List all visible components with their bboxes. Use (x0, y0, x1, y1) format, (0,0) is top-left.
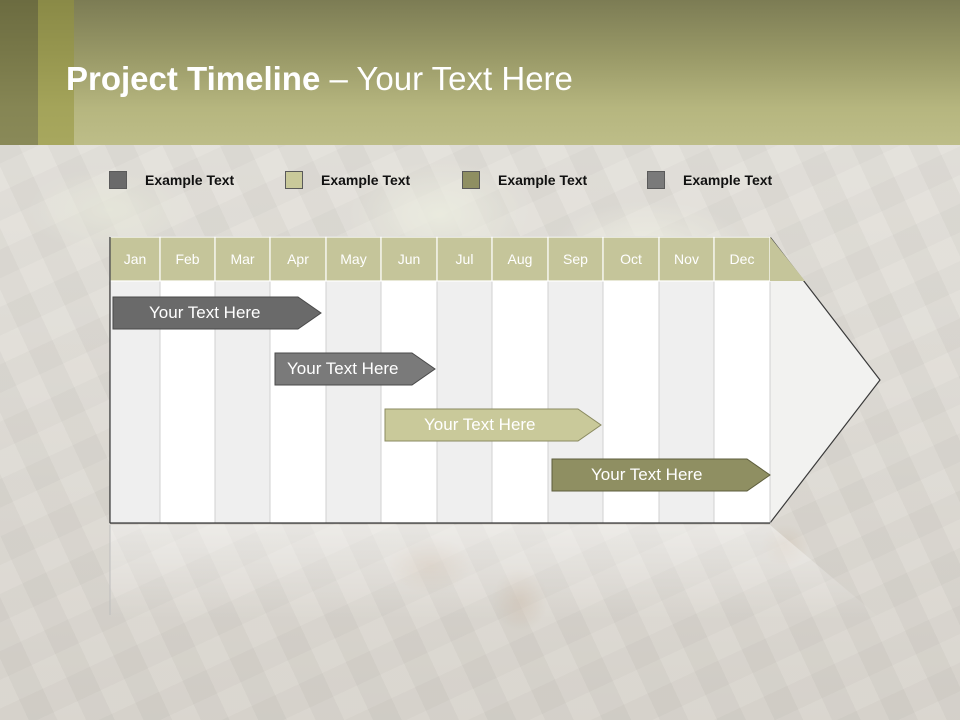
task-arrow-shape-2 (274, 352, 436, 386)
legend-item-2: Example Text (285, 170, 410, 190)
month-label-may: May (340, 251, 367, 267)
title-subtitle: – Your Text Here (320, 60, 573, 97)
month-label-dec: Dec (729, 251, 755, 267)
legend-swatch-4 (647, 171, 665, 189)
task-arrow-shape-4 (551, 458, 771, 492)
legend-swatch-3 (462, 171, 480, 189)
month-column-may (325, 280, 382, 524)
month-header-apr (269, 236, 327, 282)
task-arrow-shape-1 (112, 296, 322, 330)
timeline-reflection (110, 525, 880, 620)
legend-label-3: Example Text (498, 172, 588, 188)
month-header-mar (214, 236, 271, 282)
header-strip-tip (770, 237, 805, 281)
legend-item-3: Example Text (462, 170, 587, 190)
title-banner: Project Timeline – Your Text Here (0, 0, 960, 145)
task-bar-4[interactable]: Your Text Here (551, 458, 771, 492)
month-header-dec (713, 236, 771, 282)
title-bold: Project Timeline (66, 60, 321, 97)
banner-accent-dark (0, 0, 38, 145)
month-column-jul (436, 280, 493, 524)
task-label-1: Your Text Here (149, 303, 261, 322)
banner-accent-light (38, 0, 74, 145)
month-header-jun (380, 236, 438, 282)
task-bar-3[interactable]: Your Text Here (384, 408, 602, 442)
month-label-jan: Jan (123, 251, 147, 267)
task-arrow-shape-3 (384, 408, 602, 442)
task-bar-1[interactable]: Your Text Here (112, 296, 322, 330)
month-label-apr: Apr (287, 251, 309, 267)
legend-label-2: Example Text (321, 172, 411, 188)
month-header-jan (109, 236, 161, 282)
month-label-nov: Nov (674, 251, 699, 267)
month-label-jun: Jun (397, 251, 421, 267)
task-label-2: Your Text Here (287, 359, 399, 378)
legend-label-4: Example Text (683, 172, 773, 188)
month-column-aug (491, 280, 549, 524)
task-label-4: Your Text Here (591, 465, 703, 484)
month-label-aug: Aug (507, 251, 533, 267)
month-column-jun (380, 280, 438, 524)
month-label-sep: Sep (563, 251, 588, 267)
legend-item-1: Example Text (109, 170, 234, 190)
month-header-may (325, 236, 382, 282)
legend-item-4: Example Text (647, 170, 772, 190)
month-label-feb: Feb (175, 251, 200, 267)
month-header-feb (159, 236, 216, 282)
page-title: Project Timeline – Your Text Here (66, 60, 573, 98)
task-label-3: Your Text Here (424, 415, 536, 434)
legend-swatch-2 (285, 171, 303, 189)
month-label-mar: Mar (230, 251, 255, 267)
task-bar-2[interactable]: Your Text Here (274, 352, 436, 386)
month-header-sep (547, 236, 604, 282)
month-label-jul: Jul (455, 251, 474, 267)
legend-swatch-1 (109, 171, 127, 189)
legend-label-1: Example Text (145, 172, 235, 188)
month-label-oct: Oct (620, 251, 642, 267)
